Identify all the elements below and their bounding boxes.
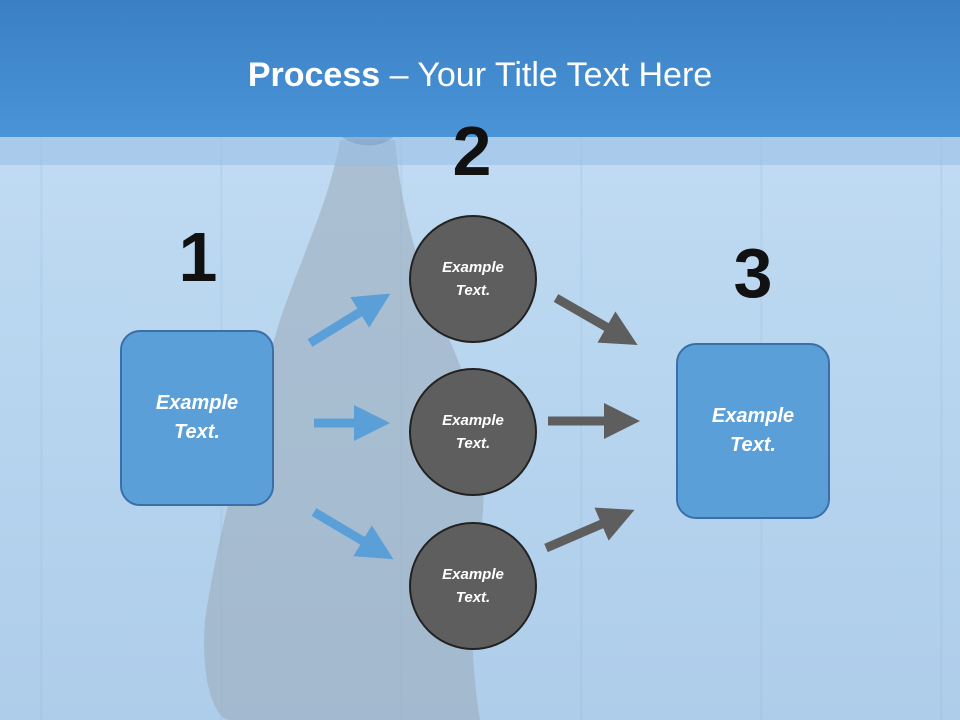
title-bold: Process (247, 56, 381, 94)
circle-2-line2: Text. (455, 435, 491, 452)
circle-3-line1: Example (442, 566, 504, 583)
arrow-1-to-circle-3 (311, 508, 394, 560)
step-1-number: 1 (178, 218, 218, 296)
page-title: Process – Your Title Text Here (0, 54, 960, 96)
step-1-text-line2: Text. (174, 421, 220, 443)
title-bar (0, 0, 960, 137)
arrow-circle-3-to-3 (544, 507, 635, 553)
circle-1-line1: Example (442, 259, 504, 276)
step-3-number: 3 (733, 234, 773, 312)
circle-2-line1: Example (442, 412, 504, 429)
title-bar-band (0, 137, 960, 165)
step-2-number: 2 (452, 112, 492, 190)
title-rest: – Your Title Text Here (380, 56, 713, 94)
circle-1-line2: Text. (455, 282, 491, 299)
step-3-text-line2: Text. (730, 434, 776, 456)
arrow-1-to-circle-1 (307, 293, 391, 347)
arrow-circle-1-to-3 (553, 294, 638, 345)
step-1-text-line1: Example (155, 392, 239, 414)
step-3-text-line1: Example (711, 405, 795, 427)
circle-3-line2: Text. (455, 589, 491, 606)
